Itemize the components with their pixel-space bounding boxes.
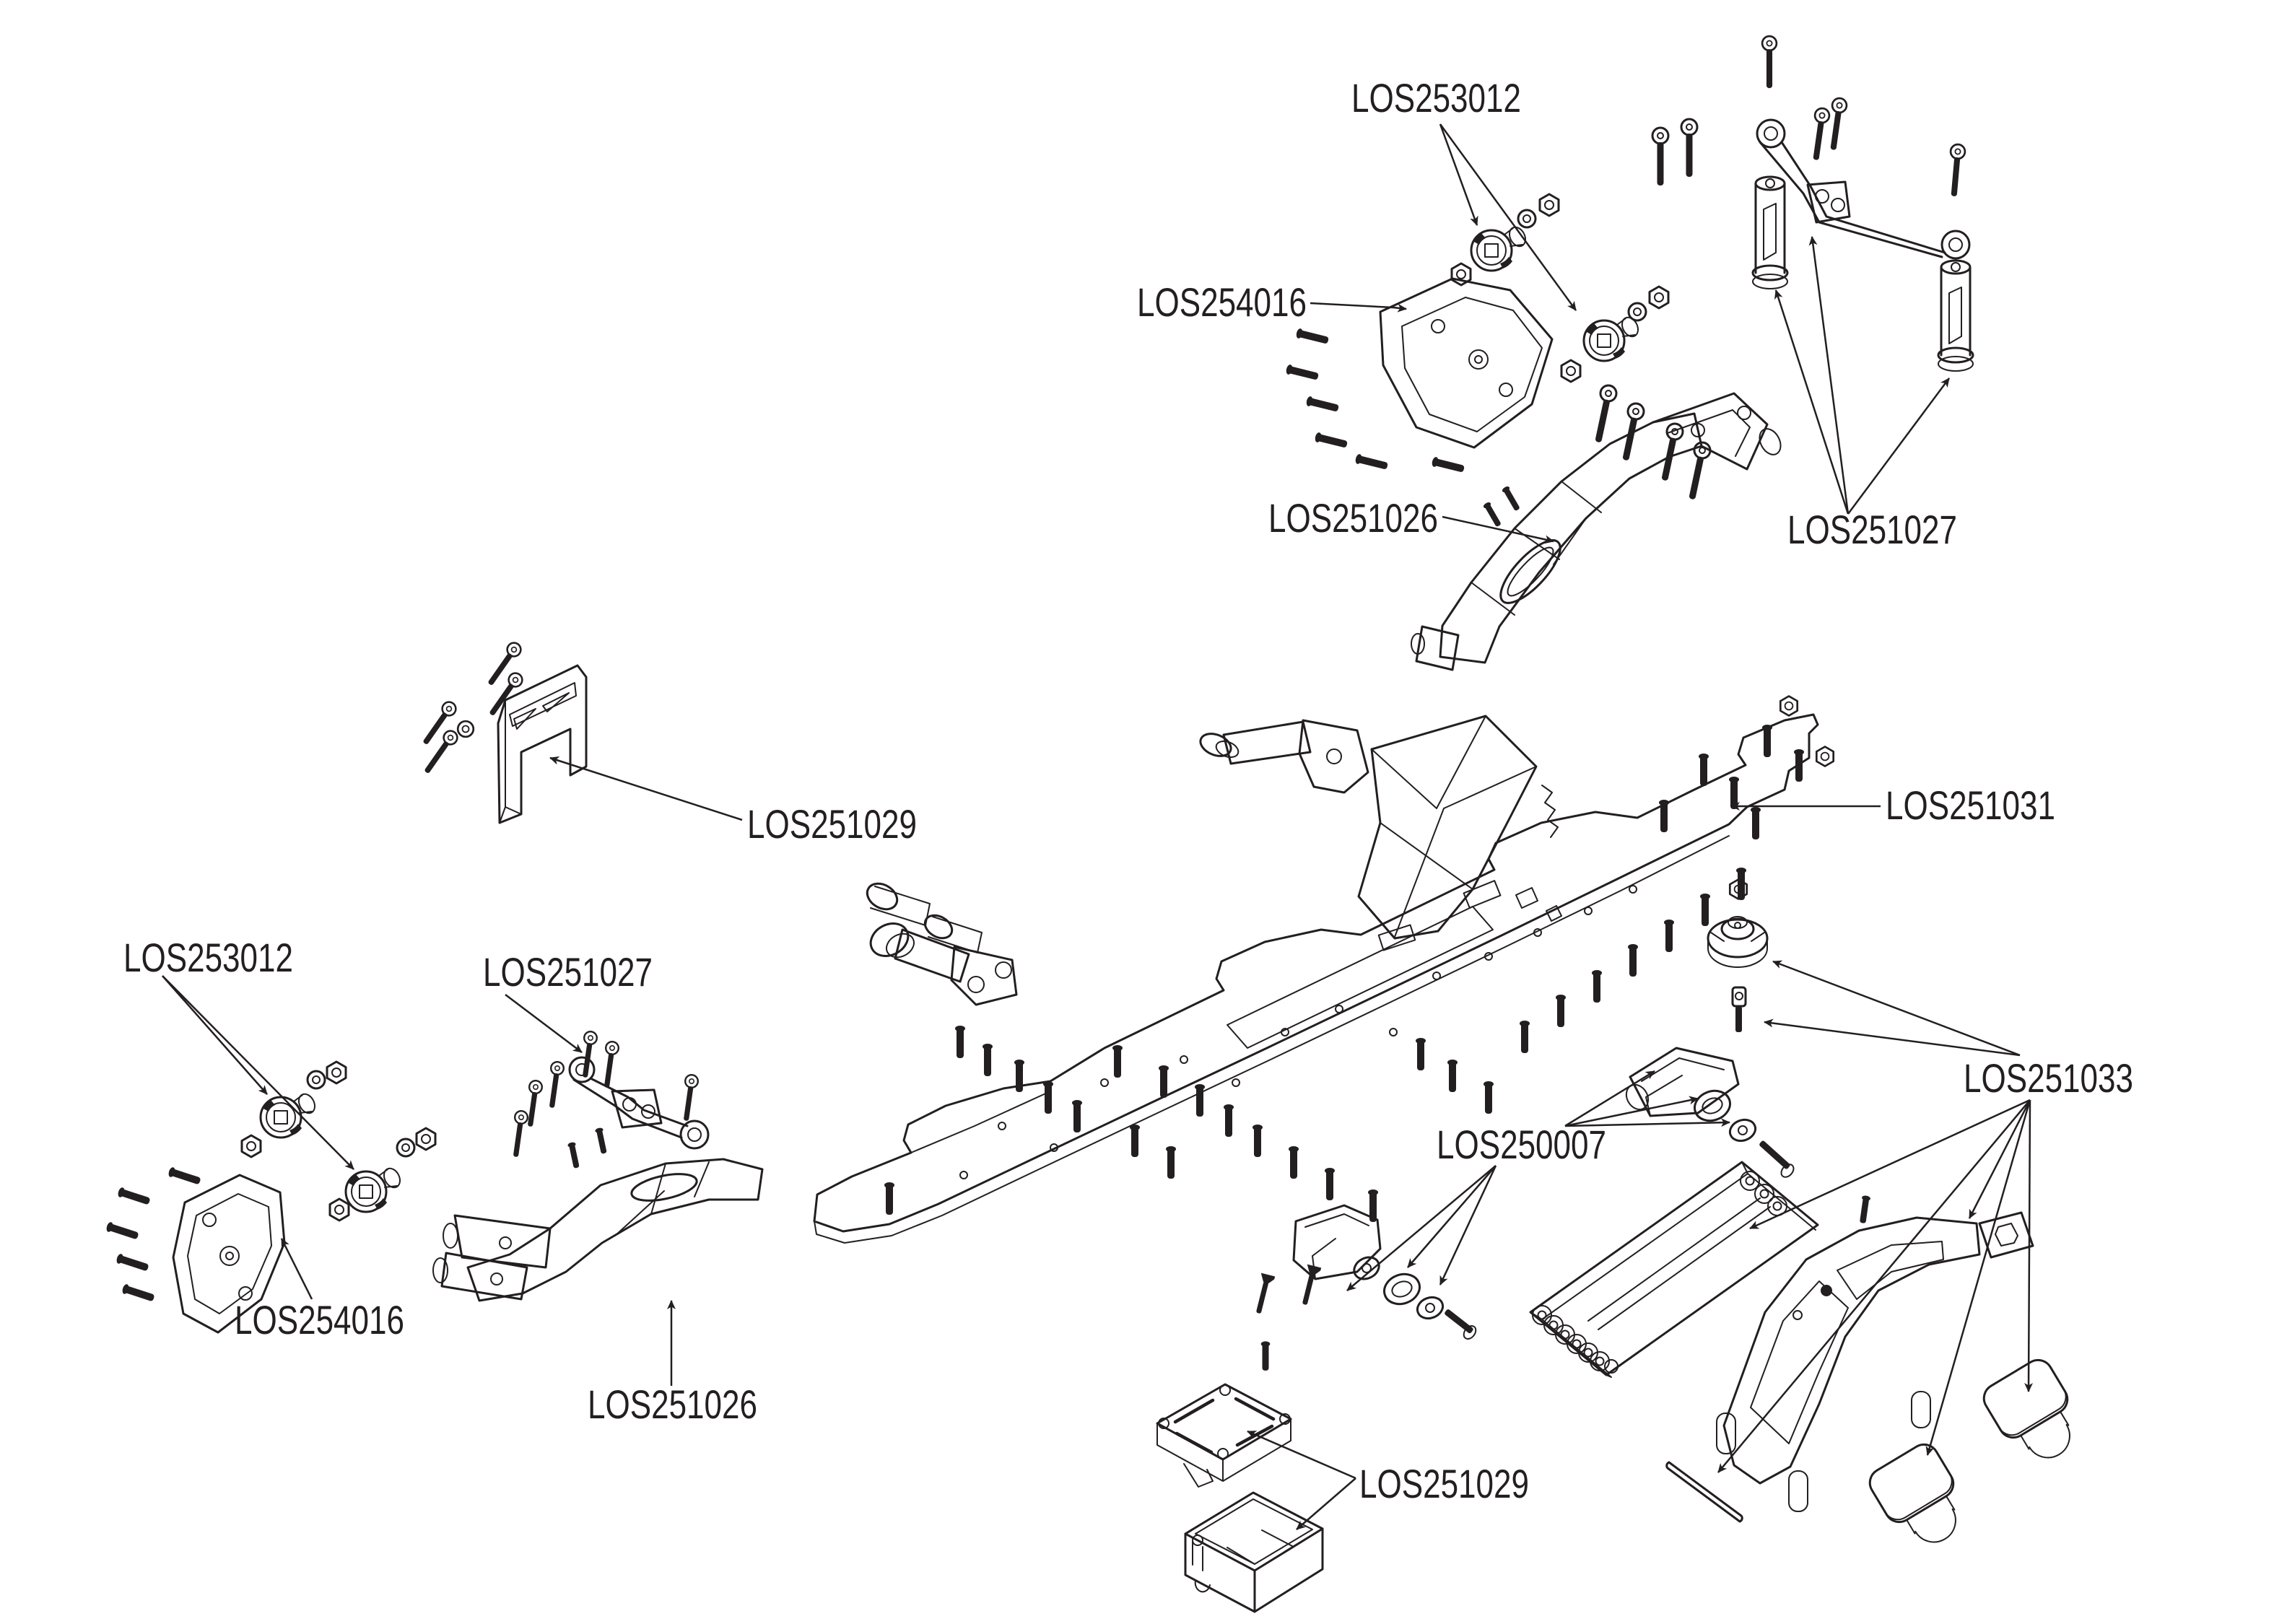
part-labels: LOS253012 LOS254016 LOS251026 LOS251027 … <box>123 75 2133 1506</box>
part-label-los251033: LOS251033 <box>1964 1055 2133 1101</box>
part-label-los254016-left: LOS254016 <box>235 1297 404 1343</box>
chassis-nut <box>1779 695 1799 717</box>
receiver-box-case <box>1184 1491 1324 1613</box>
brace-bracket-cluster <box>418 639 588 824</box>
bracket-pins <box>1285 328 1465 474</box>
steering-post-brace-top <box>1285 277 1554 474</box>
leader-los251029-upper-left <box>549 756 743 821</box>
part-label-los254016-top: LOS254016 <box>1137 279 1307 325</box>
rear-brace-mount-lower <box>1251 1204 1477 1340</box>
foam-block-right <box>1982 1358 2070 1459</box>
front-body-post-mount <box>869 922 1018 1006</box>
part-label-los251029-upper-left: LOS251029 <box>747 801 917 847</box>
main-chassis-plate <box>813 695 1835 1244</box>
front-chassis-brace-arm-left <box>432 1127 764 1302</box>
rear-brace-mount-upper <box>1625 1047 1795 1178</box>
steering-post-left <box>1751 175 1789 289</box>
battery-tray <box>1529 1161 1819 1378</box>
center-brace-tower <box>1199 715 1559 951</box>
chassis-screw-pins <box>884 725 1804 1222</box>
foam-block-left <box>1868 1443 1956 1543</box>
bracket-pins-left <box>105 1166 202 1304</box>
front-outdrive-cups <box>866 882 983 953</box>
part-label-los251031: LOS251031 <box>1886 782 2055 828</box>
steering-bellcrank-left <box>508 1029 710 1159</box>
part-label-los251029-bottom: LOS251029 <box>1359 1461 1529 1506</box>
steering-post-brace-left <box>105 1166 286 1334</box>
part-label-los251026-top: LOS251026 <box>1268 495 1438 541</box>
rear-tower-brace-frame <box>1716 1195 2034 1512</box>
brace-bracket-part <box>497 664 588 824</box>
part-label-los251027-left: LOS251027 <box>483 949 653 995</box>
part-label-los253012-left: LOS253012 <box>123 935 293 980</box>
steering-post-right <box>1937 259 1974 372</box>
front-chassis-brace-arm-top <box>1411 392 1782 671</box>
chassis-nut <box>1815 746 1835 767</box>
hex-wrench-rod <box>1665 1461 1743 1523</box>
receiver-box-lid <box>1156 1341 1292 1488</box>
part-label-los251026-left: LOS251026 <box>588 1381 757 1427</box>
leader-lines <box>162 123 2034 1530</box>
chassis-holes <box>959 885 1637 1179</box>
body-mount-disc <box>1707 878 1769 968</box>
part-label-los251027-top-right: LOS251027 <box>1787 507 1957 552</box>
steering-link-assembly-top-right <box>1751 35 1974 372</box>
part-label-los253012-top: LOS253012 <box>1351 75 1521 121</box>
part-label-los250007: LOS250007 <box>1437 1122 1606 1167</box>
screw-set-top-middle <box>1589 118 1713 502</box>
shoulder-screw <box>1731 986 1747 1032</box>
steering-drag-link <box>1756 118 1971 260</box>
